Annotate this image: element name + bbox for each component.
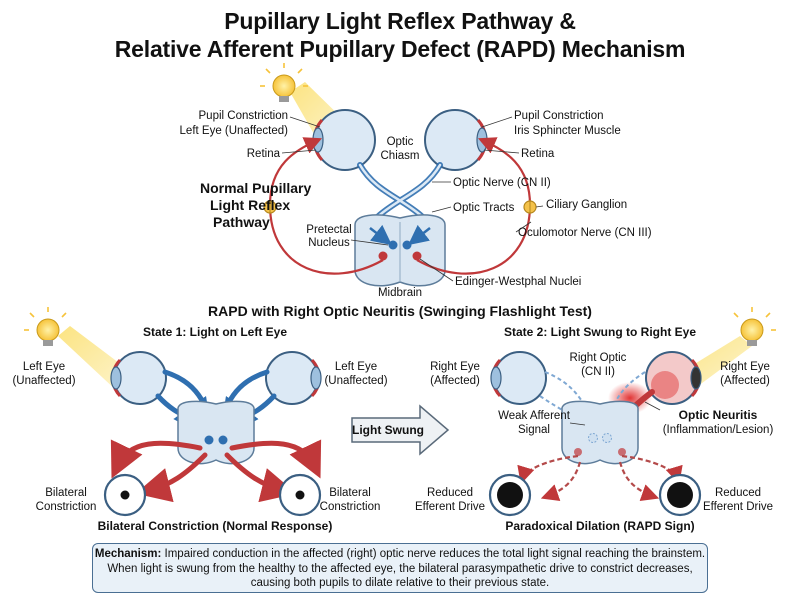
state2-right-eye-right-label-2: (Affected)	[720, 375, 770, 387]
mechanism-label: Mechanism:	[94, 548, 162, 560]
mechanism-line-1: Impaired conduction in the affected (rig…	[164, 548, 706, 560]
state1-right-eye	[265, 351, 322, 405]
state1-pupil-right	[278, 473, 322, 517]
state2-pupil-left	[488, 473, 532, 517]
state1-left-eye-label-2: (Unaffected)	[12, 375, 75, 387]
label-optic-tracts: Optic Tracts	[453, 202, 515, 214]
state2-weak-afferent-1: Weak Afferent	[498, 410, 571, 422]
state1-efferent-arrows	[110, 439, 322, 503]
light-swung-arrow: Light Swung	[351, 404, 450, 456]
state2-left-eye	[490, 351, 547, 405]
normal-heading-1: Normal Pupillary	[200, 180, 311, 196]
state2-reduced-left-2: Efferent Drive	[415, 501, 485, 513]
top-right-eye	[424, 109, 488, 171]
state1-bilateral-right-2: Constriction	[320, 501, 381, 513]
mechanism-line-3: causing both pupils to dilate relative t…	[250, 577, 550, 589]
light-swung-label: Light Swung	[352, 423, 424, 437]
top-left-eye	[312, 109, 376, 171]
label-midbrain: Midbrain	[378, 287, 422, 299]
label-optic-nerve: Optic Nerve (CN II)	[453, 177, 551, 189]
label-pretectal-2: Nucleus	[308, 237, 350, 249]
title-line-1: Pupillary Light Reflex Pathway &	[224, 8, 576, 34]
state1-bilateral-left-2: Constriction	[36, 501, 97, 513]
state2-caption: Paradoxical Dilation (RAPD Sign)	[505, 519, 694, 533]
state1-left-eye-label-1: Left Eye	[23, 361, 65, 373]
state1-left-eye	[110, 351, 167, 405]
normal-heading-3: Pathway	[213, 214, 270, 230]
label-retina-left: Retina	[247, 148, 281, 160]
label-oculomotor-nerve: Oculomotor Nerve (CN III)	[518, 227, 652, 239]
state1-pupil-left	[103, 473, 147, 517]
state1-midbrain	[177, 400, 255, 465]
label-pupil-constriction-right: Pupil Constriction	[514, 110, 603, 122]
label-optic-chiasm-1: Optic	[387, 136, 414, 148]
label-pupil-constriction-left: Pupil Constriction	[199, 110, 288, 122]
state1-right-eye-label-1: Left Eye	[335, 361, 377, 373]
state1-caption: Bilateral Constriction (Normal Response)	[98, 519, 333, 533]
rapd-heading: RAPD with Right Optic Neuritis (Swinging…	[208, 303, 592, 319]
state2-pupil-right	[658, 473, 702, 517]
state2-right-optic-2: (CN II)	[581, 366, 615, 378]
state2-right-eye	[645, 351, 702, 405]
state1-bilateral-right-1: Bilateral	[329, 487, 371, 499]
state1-bilateral-left-1: Bilateral	[45, 487, 87, 499]
state1-right-eye-label-2: (Unaffected)	[324, 375, 387, 387]
label-edinger-westphal: Edinger-Westphal Nuclei	[455, 276, 581, 288]
label-iris-sphincter: Iris Sphincter Muscle	[514, 125, 621, 137]
state2-right-eye-right-label-1: Right Eye	[720, 361, 770, 373]
state2-inflammation: (Inflammation/Lesion)	[663, 424, 774, 436]
top-efferent-loops	[268, 137, 532, 275]
label-retina-right: Retina	[521, 148, 555, 160]
state2-right-eye-left-label-1: Right Eye	[430, 361, 480, 373]
top-midbrain	[354, 214, 446, 287]
state2-right-optic-1: Right Optic	[570, 352, 627, 364]
state2-efferent-arrows	[517, 454, 683, 501]
label-ciliary-ganglion: Ciliary Ganglion	[546, 199, 627, 211]
state2-optic-neuritis: Optic Neuritis	[679, 408, 758, 422]
state2-right-eye-left-label-2: (Affected)	[430, 375, 480, 387]
title-line-2: Relative Afferent Pupillary Defect (RAPD…	[114, 36, 686, 62]
state2-reduced-left-1: Reduced	[427, 487, 473, 499]
normal-heading-2: Light Reflex	[210, 197, 290, 213]
ciliary-ganglion-left	[263, 200, 277, 214]
label-optic-chiasm-2: Chiasm	[381, 150, 420, 162]
state2-reduced-right-2: Efferent Drive	[703, 501, 773, 513]
label-left-eye-unaffected: Left Eye (Unaffected)	[180, 125, 289, 137]
state1-title: State 1: Light on Left Eye	[143, 325, 287, 339]
state2-midbrain	[561, 400, 639, 465]
state2-weak-afferent-2: Signal	[518, 424, 550, 436]
mechanism-box: Mechanism: Impaired conduction in the af…	[92, 543, 708, 593]
state2-title: State 2: Light Swung to Right Eye	[504, 325, 696, 339]
label-pretectal-1: Pretectal	[306, 224, 351, 236]
state2-reduced-right-1: Reduced	[715, 487, 761, 499]
mechanism-line-2: When light is swung from the healthy to …	[107, 562, 693, 575]
ciliary-ganglion-right	[523, 200, 537, 214]
